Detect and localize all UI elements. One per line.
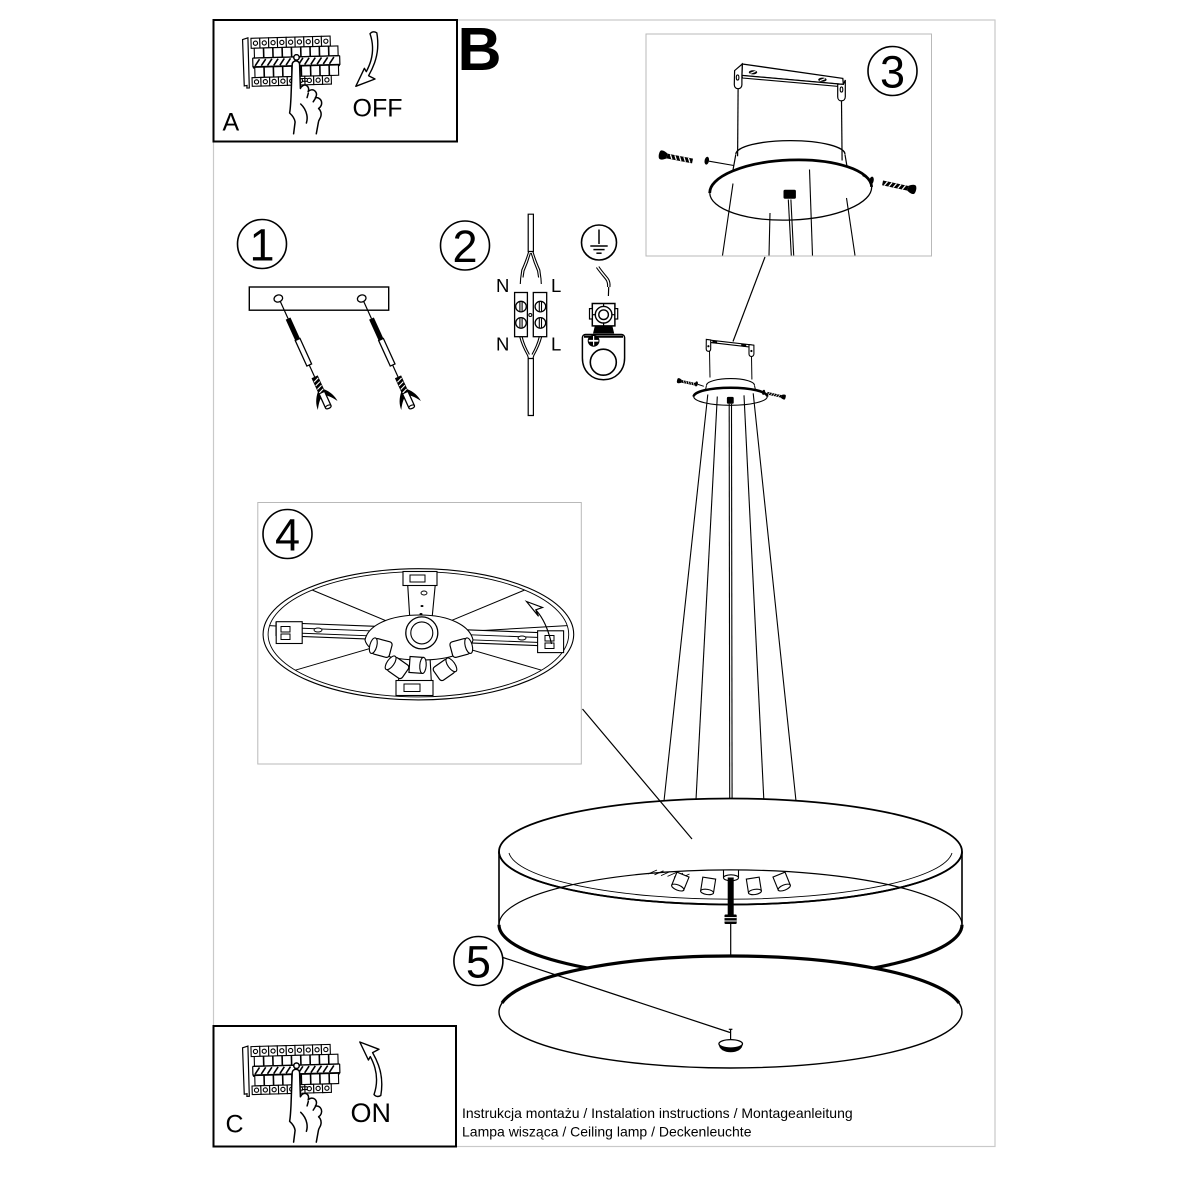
svg-text:3: 3 <box>880 46 905 97</box>
svg-text:Instrukcja montażu / Instalati: Instrukcja montażu / Instalation instruc… <box>462 1105 853 1121</box>
svg-text:B: B <box>458 15 502 83</box>
svg-text:N: N <box>496 334 509 355</box>
svg-text:2: 2 <box>452 221 477 272</box>
svg-text:N: N <box>496 275 509 296</box>
svg-text:C: C <box>226 1111 244 1139</box>
svg-text:1: 1 <box>249 219 274 270</box>
svg-text:A: A <box>223 109 240 137</box>
svg-text:OFF: OFF <box>353 95 403 123</box>
svg-text:L: L <box>551 334 561 355</box>
svg-text:5: 5 <box>466 936 491 987</box>
svg-text:ON: ON <box>351 1098 392 1128</box>
svg-text:Lampa wisząca / Ceiling lamp /: Lampa wisząca / Ceiling lamp / Deckenleu… <box>462 1124 752 1140</box>
svg-text:L: L <box>551 275 561 296</box>
svg-text:4: 4 <box>275 509 300 560</box>
